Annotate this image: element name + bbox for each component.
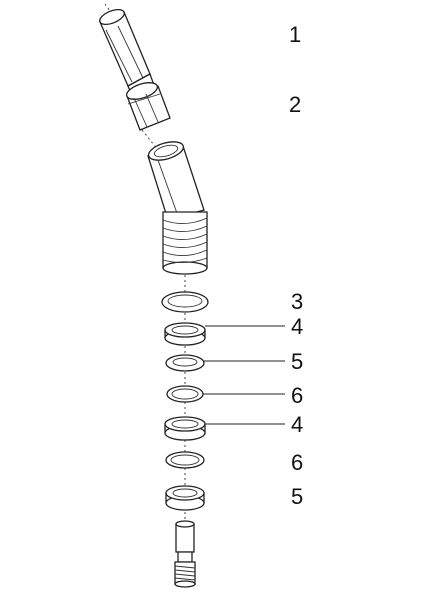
part-spindle-tube <box>147 141 205 221</box>
callout-1: 1 <box>289 22 301 47</box>
part-washer-5-lower <box>165 485 205 511</box>
leader-lines <box>203 325 285 425</box>
part-ring-3 <box>161 291 209 313</box>
callout-5-lower: 5 <box>291 484 303 509</box>
callout-2: 2 <box>289 92 301 117</box>
callout-4-upper: 4 <box>291 314 303 339</box>
callout-4-lower: 4 <box>291 412 303 437</box>
part-oring-6-upper <box>166 385 204 403</box>
callout-6-upper: 6 <box>291 383 303 408</box>
part-spring-body <box>162 211 208 275</box>
part-spindle-stem <box>174 520 196 588</box>
callout-5-upper: 5 <box>291 349 303 374</box>
part-washer-5-upper <box>165 354 205 372</box>
callout-labels: 1 2 3 4 5 6 4 6 5 <box>289 22 303 509</box>
callout-3: 3 <box>291 289 303 314</box>
part-adapter-nut <box>125 82 171 131</box>
part-seal-4-lower <box>164 416 206 441</box>
part-oring-6-lower <box>165 451 205 469</box>
callout-6-lower: 6 <box>291 450 303 475</box>
part-seal-4-upper <box>164 322 206 346</box>
